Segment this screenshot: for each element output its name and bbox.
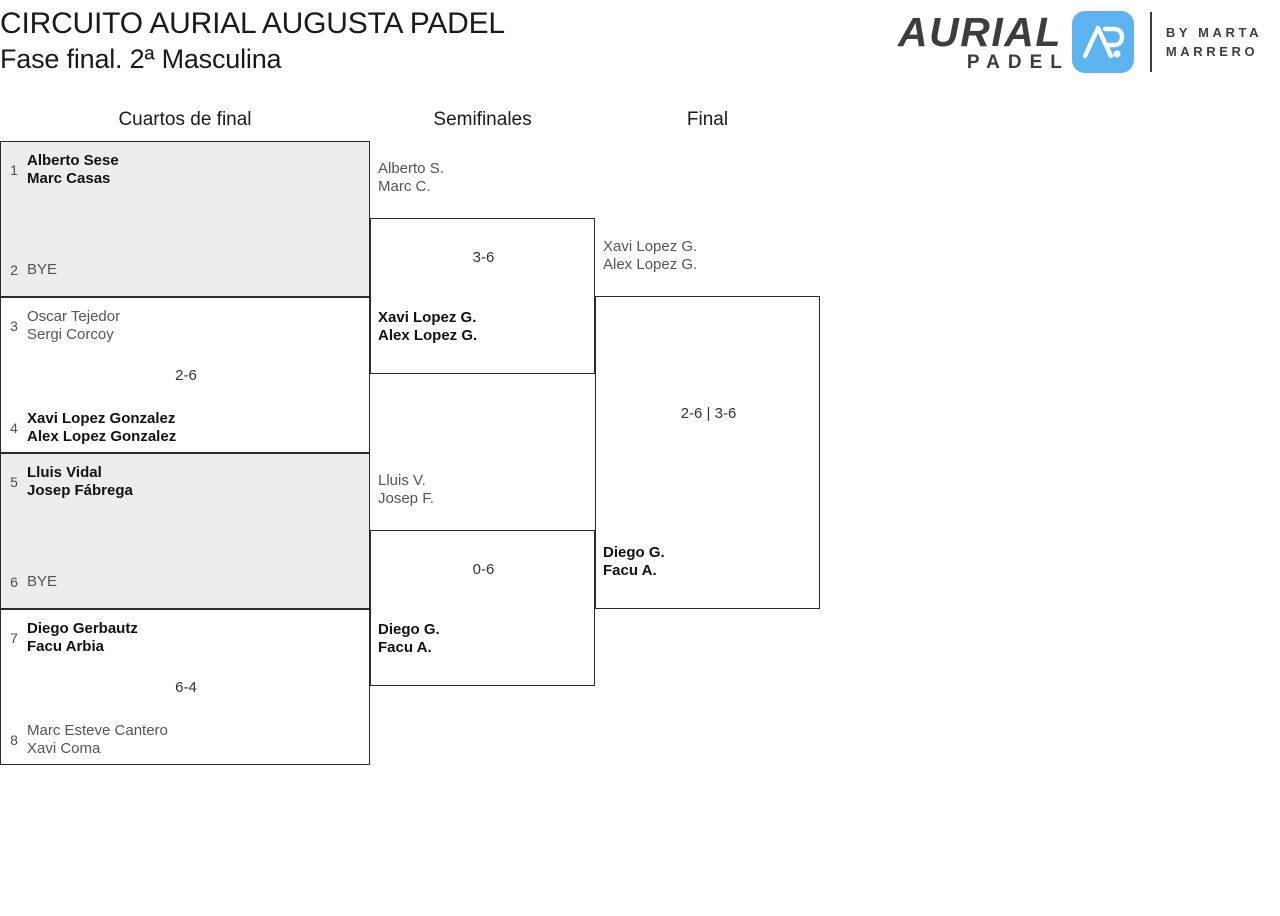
player-1: Marc Esteve Cantero xyxy=(27,722,168,739)
match-team-top[interactable]: Lluis V. Josep F. xyxy=(371,470,594,510)
player-1: BYE xyxy=(27,573,58,590)
player-2: Facu Arbia xyxy=(27,638,104,655)
player-2: Alex Lopez G. xyxy=(378,327,478,344)
match-team-bottom[interactable]: 4 Xavi Lopez Gonzalez Alex Lopez Gonzale… xyxy=(1,408,369,448)
player-2: Facu A. xyxy=(378,639,432,656)
team-names: Lluis Vidal Josep Fábrega xyxy=(27,464,133,500)
player-1: Lluis V. xyxy=(378,472,426,489)
seed-number: 3 xyxy=(10,318,18,334)
player-1: Xavi Lopez Gonzalez xyxy=(27,410,176,427)
match-score: 0-6 xyxy=(472,561,495,578)
player-2: Marc C. xyxy=(378,178,431,195)
team-names: Xavi Lopez Gonzalez Alex Lopez Gonzalez xyxy=(27,410,176,446)
team-names: Lluis V. Josep F. xyxy=(378,472,434,508)
team-names: Oscar Tejedor Sergi Corcoy xyxy=(27,308,120,344)
team-names: Xavi Lopez G. Alex Lopez G. xyxy=(378,309,477,345)
match-team-bottom[interactable]: Diego G. Facu A. xyxy=(596,542,819,582)
player-2: Sergi Corcoy xyxy=(27,326,114,343)
match-team-bottom[interactable]: Diego G. Facu A. xyxy=(371,619,594,659)
match-score: 2-6 xyxy=(175,367,197,384)
match-score: 3-6 xyxy=(472,249,495,266)
player-2: Alex Lopez G. xyxy=(603,256,698,273)
player-1: Diego Gerbautz xyxy=(27,620,138,637)
seed-number: 2 xyxy=(10,262,18,278)
match-score: 2-6 | 3-6 xyxy=(680,405,737,422)
logo-divider xyxy=(1149,12,1152,72)
round-header-final: Final xyxy=(686,109,729,130)
team-names: Marc Esteve Cantero Xavi Coma xyxy=(27,722,168,758)
seed-number: 7 xyxy=(10,630,18,646)
page-title: CIRCUITO AURIAL AUGUSTA PADEL xyxy=(0,7,505,40)
seed-number: 6 xyxy=(10,574,18,590)
player-1: Alberto Sese xyxy=(27,152,119,169)
player-2: Josep F. xyxy=(378,490,434,507)
player-1: Lluis Vidal xyxy=(27,464,102,481)
match-team-bottom[interactable]: 2 BYE xyxy=(1,260,369,280)
match-team-bottom[interactable]: 6 BYE xyxy=(1,572,369,592)
seed-number: 5 xyxy=(10,474,18,490)
match-team-top[interactable]: 5 Lluis Vidal Josep Fábrega xyxy=(1,462,369,502)
match-team-top[interactable]: 7 Diego Gerbautz Facu Arbia xyxy=(1,618,369,658)
player-1: Alberto S. xyxy=(378,160,444,177)
page-header: CIRCUITO AURIAL AUGUSTA PADEL Fase final… xyxy=(0,0,1280,90)
ap-monogram-icon xyxy=(1071,11,1134,73)
match-team-top[interactable]: Alberto S. Marc C. xyxy=(371,158,594,198)
round-header-quarterfinals: Cuartos de final xyxy=(118,109,252,130)
match-quarterfinal-1[interactable]: 1 Alberto Sese Marc Casas 2 BYE xyxy=(0,141,370,297)
team-names: Alberto Sese Marc Casas xyxy=(27,152,119,188)
title-block: CIRCUITO AURIAL AUGUSTA PADEL Fase final… xyxy=(0,6,800,76)
player-2: Facu A. xyxy=(603,562,657,579)
team-names: Alberto S. Marc C. xyxy=(378,160,444,196)
match-quarterfinal-3[interactable]: 5 Lluis Vidal Josep Fábrega 6 BYE xyxy=(0,453,370,609)
match-final[interactable]: Xavi Lopez G. Alex Lopez G. 2-6 | 3-6 Di… xyxy=(595,238,820,609)
logo-byline-1: BY MARTA xyxy=(1165,25,1263,40)
seed-number: 8 xyxy=(10,732,18,748)
match-quarterfinal-2[interactable]: 3 Oscar Tejedor Sergi Corcoy 2-6 4 Xavi … xyxy=(0,297,370,453)
team-names: Xavi Lopez G. Alex Lopez G. xyxy=(603,238,697,274)
match-team-top[interactable]: 1 Alberto Sese Marc Casas xyxy=(1,150,369,190)
seed-number: 1 xyxy=(10,162,18,178)
logo-brand-text: AURIAL xyxy=(898,8,1062,55)
match-team-top[interactable]: 3 Oscar Tejedor Sergi Corcoy xyxy=(1,306,369,346)
logo-wordmark: AURIAL PADEL xyxy=(898,8,1062,73)
page-subtitle: Fase final. 2ª Masculina xyxy=(0,44,282,74)
round-header-semifinals: Semifinales xyxy=(433,109,532,130)
seed-number: 4 xyxy=(10,420,18,436)
logo-byline: BY MARTA MARRERO xyxy=(1166,23,1262,61)
match-semifinal-1[interactable]: Alberto S. Marc C. 3-6 Xavi Lopez G. Ale… xyxy=(370,160,595,374)
match-semifinal-2[interactable]: Lluis V. Josep F. 0-6 Diego G. Facu A. xyxy=(370,472,595,686)
team-names: Diego Gerbautz Facu Arbia xyxy=(27,620,138,656)
team-names: BYE xyxy=(27,573,57,591)
match-team-bottom[interactable]: Xavi Lopez G. Alex Lopez G. xyxy=(371,307,594,347)
match-quarterfinal-4[interactable]: 7 Diego Gerbautz Facu Arbia 6-4 8 Marc E… xyxy=(0,609,370,765)
logo-byline-2: MARRERO xyxy=(1165,44,1259,59)
player-1: Xavi Lopez G. xyxy=(378,309,477,326)
aurial-padel-logo: AURIAL PADEL BY MARTA MARRERO xyxy=(898,8,1270,76)
team-names: Diego G. Facu A. xyxy=(603,544,665,580)
player-1: Diego G. xyxy=(378,621,440,638)
player-1: Oscar Tejedor xyxy=(27,308,121,325)
player-1: BYE xyxy=(27,261,58,278)
player-2: Xavi Coma xyxy=(27,740,101,757)
team-names: BYE xyxy=(27,261,57,279)
match-team-top[interactable]: Xavi Lopez G. Alex Lopez G. xyxy=(596,236,819,276)
player-2: Josep Fábrega xyxy=(27,482,133,499)
match-score: 6-4 xyxy=(175,679,197,696)
player-1: Diego G. xyxy=(603,544,665,561)
match-team-bottom[interactable]: 8 Marc Esteve Cantero Xavi Coma xyxy=(1,720,369,760)
player-2: Alex Lopez Gonzalez xyxy=(27,428,177,445)
team-names: Diego G. Facu A. xyxy=(378,621,440,657)
logo-sub-text: PADEL xyxy=(966,51,1070,73)
player-1: Xavi Lopez G. xyxy=(603,238,698,255)
player-2: Marc Casas xyxy=(27,170,111,187)
